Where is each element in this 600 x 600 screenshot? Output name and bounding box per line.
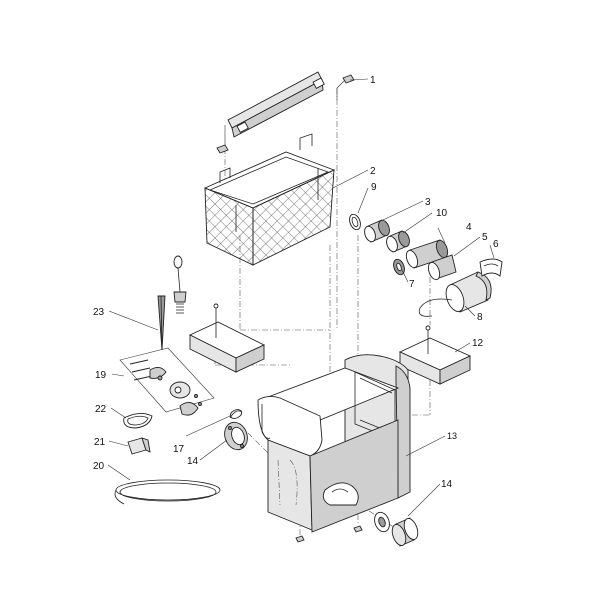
part-8-uv-lamp-housing [418,271,492,317]
callout-6: 6 [493,239,499,250]
callout-1: 1 [370,75,376,86]
part-9-oring [349,213,361,231]
part-3-hose-tail [364,219,390,243]
callout-12: 12 [472,338,484,349]
part-6-cap [479,258,503,277]
callout-5: 5 [482,232,488,243]
callout-2: 2 [370,166,376,177]
callout-19: 19 [95,370,107,381]
part-13-filter-housing [257,354,411,543]
part-14-bulkhead-left [224,421,248,451]
callout-14-left: 14 [187,456,199,467]
callout-23: 23 [93,307,105,318]
callout-4: 4 [466,222,472,233]
part-1-handle-bar [216,71,355,154]
part-21-hose-clip [127,437,151,455]
callout-22: 22 [95,404,107,415]
part-20-hose-coil [114,479,221,505]
callout-13: 13 [447,431,457,441]
part-22-clamp [123,413,153,429]
part-5-coupling [427,254,457,281]
part-14-bulkhead-right [374,511,419,547]
callout-17: 17 [173,444,185,455]
leader-lines [107,78,495,517]
callout-7: 7 [409,279,415,290]
part-7-gasket [393,258,405,276]
callout-numbers: 1 2 3 4 5 6 7 8 9 10 12 13 14 14 17 19 2… [93,75,499,490]
float-valve [173,255,187,314]
callout-8: 8 [477,312,483,323]
part-12-foam-pad-left [188,303,266,373]
callout-21: 21 [94,437,106,448]
part-23-ground-stake [157,295,166,351]
callout-20: 20 [93,461,105,472]
callout-10: 10 [436,208,448,219]
part-12-foam-pad-right [398,325,472,385]
part-4-connector [405,239,449,269]
callout-9: 9 [371,182,377,193]
callout-3: 3 [425,197,431,208]
callout-14-right: 14 [441,479,453,490]
part-19-mounting-kit [119,347,215,416]
part-2-filter-basket [203,133,336,266]
part-17-clip [229,409,243,419]
part-10-nut [386,230,410,253]
